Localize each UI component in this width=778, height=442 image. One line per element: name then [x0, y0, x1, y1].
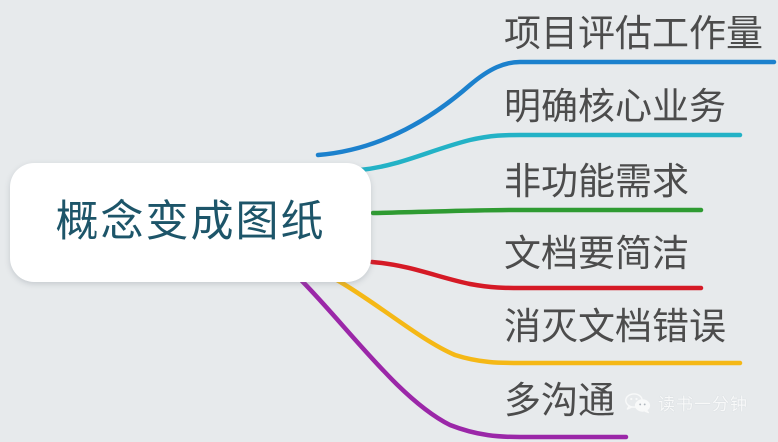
watermark: 读书一分钟 [625, 390, 748, 415]
watermark-text: 读书一分钟 [658, 395, 748, 414]
branch-curve-2 [357, 132, 743, 173]
central-node-label: 概念变成图纸 [55, 198, 326, 246]
branch-label-6[interactable]: 多沟通 [504, 380, 615, 421]
branch-curve-5 [334, 277, 743, 366]
branch-curve-6 [299, 278, 629, 440]
branch-label-3[interactable]: 非功能需求 [504, 161, 689, 202]
central-node[interactable]: 概念变成图纸 [10, 163, 371, 282]
wechat-icon [625, 392, 651, 414]
branch-curve-3 [370, 207, 704, 216]
branch-curve-4 [369, 259, 704, 291]
branch-label-1[interactable]: 项目评估工作量 [504, 13, 763, 54]
branch-label-2[interactable]: 明确核心业务 [504, 86, 726, 127]
branch-label-4[interactable]: 文档要简洁 [504, 233, 689, 274]
branch-label-5[interactable]: 消灭文档错误 [504, 306, 726, 347]
branch-curve-1 [315, 59, 777, 158]
